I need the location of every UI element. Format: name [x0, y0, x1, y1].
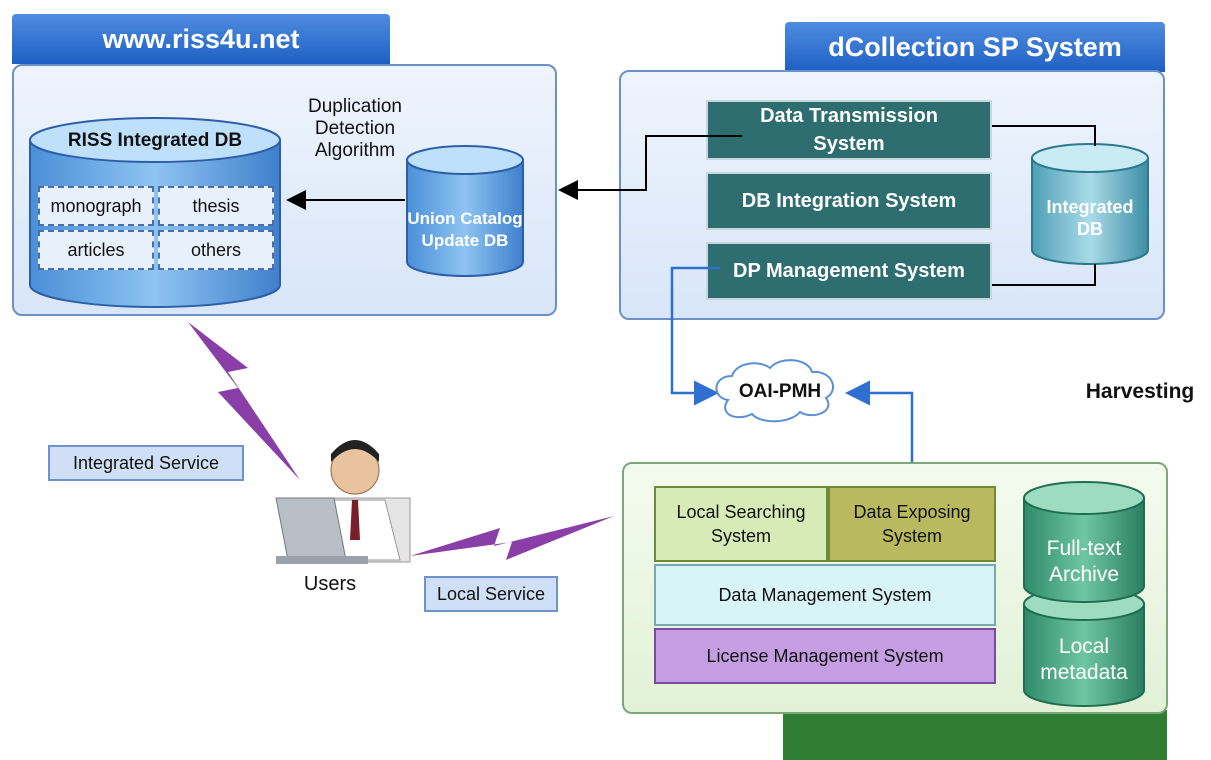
data-exposing-line1: Data Exposing [853, 502, 971, 522]
local-footer-bar [783, 710, 1167, 760]
union-catalog-label: Union Catalog Update DB [404, 208, 526, 252]
cell-monograph: monograph [38, 186, 154, 226]
union-catalog-line2: Update DB [421, 231, 509, 250]
algorithm-label: Duplication Detection Algorithm [285, 96, 425, 162]
harvesting-label: Harvesting [1085, 380, 1195, 403]
metadata-line2: metadata [1040, 661, 1128, 684]
users-label: Users [303, 573, 357, 595]
data-management-box: Data Management System [654, 564, 996, 626]
sp-system-title: dCollection SP System [785, 22, 1165, 72]
db-integration-box: DB Integration System [706, 172, 992, 230]
local-service-box: Local Service [424, 576, 558, 612]
oai-pmh-cloud [715, 359, 834, 423]
algorithm-label-line3: Algorithm [314, 140, 396, 161]
metadata-line1: Local [1058, 635, 1110, 658]
integrated-service-box: Integrated Service [48, 445, 244, 481]
oai-pmh-label: OAI-PMH [738, 381, 822, 402]
integrated-db-line2: DB [1077, 219, 1103, 239]
local-searching-line2: System [710, 526, 771, 546]
cell-others: others [158, 230, 274, 270]
fulltext-archive-label: Full-text Archive [1024, 536, 1144, 588]
riss-site-title: www.riss4u.net [12, 14, 390, 64]
integrated-db-label: Integrated DB [1032, 196, 1148, 240]
local-searching-line1: Local Searching [676, 502, 806, 522]
local-service-lightning [410, 516, 614, 560]
algorithm-label-line1: Duplication [308, 96, 402, 117]
fulltext-line1: Full-text [1046, 537, 1122, 560]
integrated-service-lightning [188, 322, 300, 480]
union-catalog-line1: Union Catalog [407, 209, 523, 228]
cell-thesis: thesis [158, 186, 274, 226]
cell-articles: articles [38, 230, 154, 270]
license-management-box: License Management System [654, 628, 996, 684]
algorithm-label-line2: Detection [314, 118, 396, 139]
riss-db-title: RISS Integrated DB [67, 130, 243, 151]
local-metadata-label: Local metadata [1024, 634, 1144, 686]
data-transmission-box: Data Transmission System [706, 100, 992, 160]
data-exposing-box: Data Exposing System [828, 486, 996, 562]
fulltext-line2: Archive [1048, 563, 1120, 586]
dp-management-box: DP Management System [706, 242, 992, 300]
integrated-db-line1: Integrated [1046, 197, 1134, 217]
local-searching-box: Local Searching System [654, 486, 828, 562]
data-exposing-line2: System [881, 526, 942, 546]
